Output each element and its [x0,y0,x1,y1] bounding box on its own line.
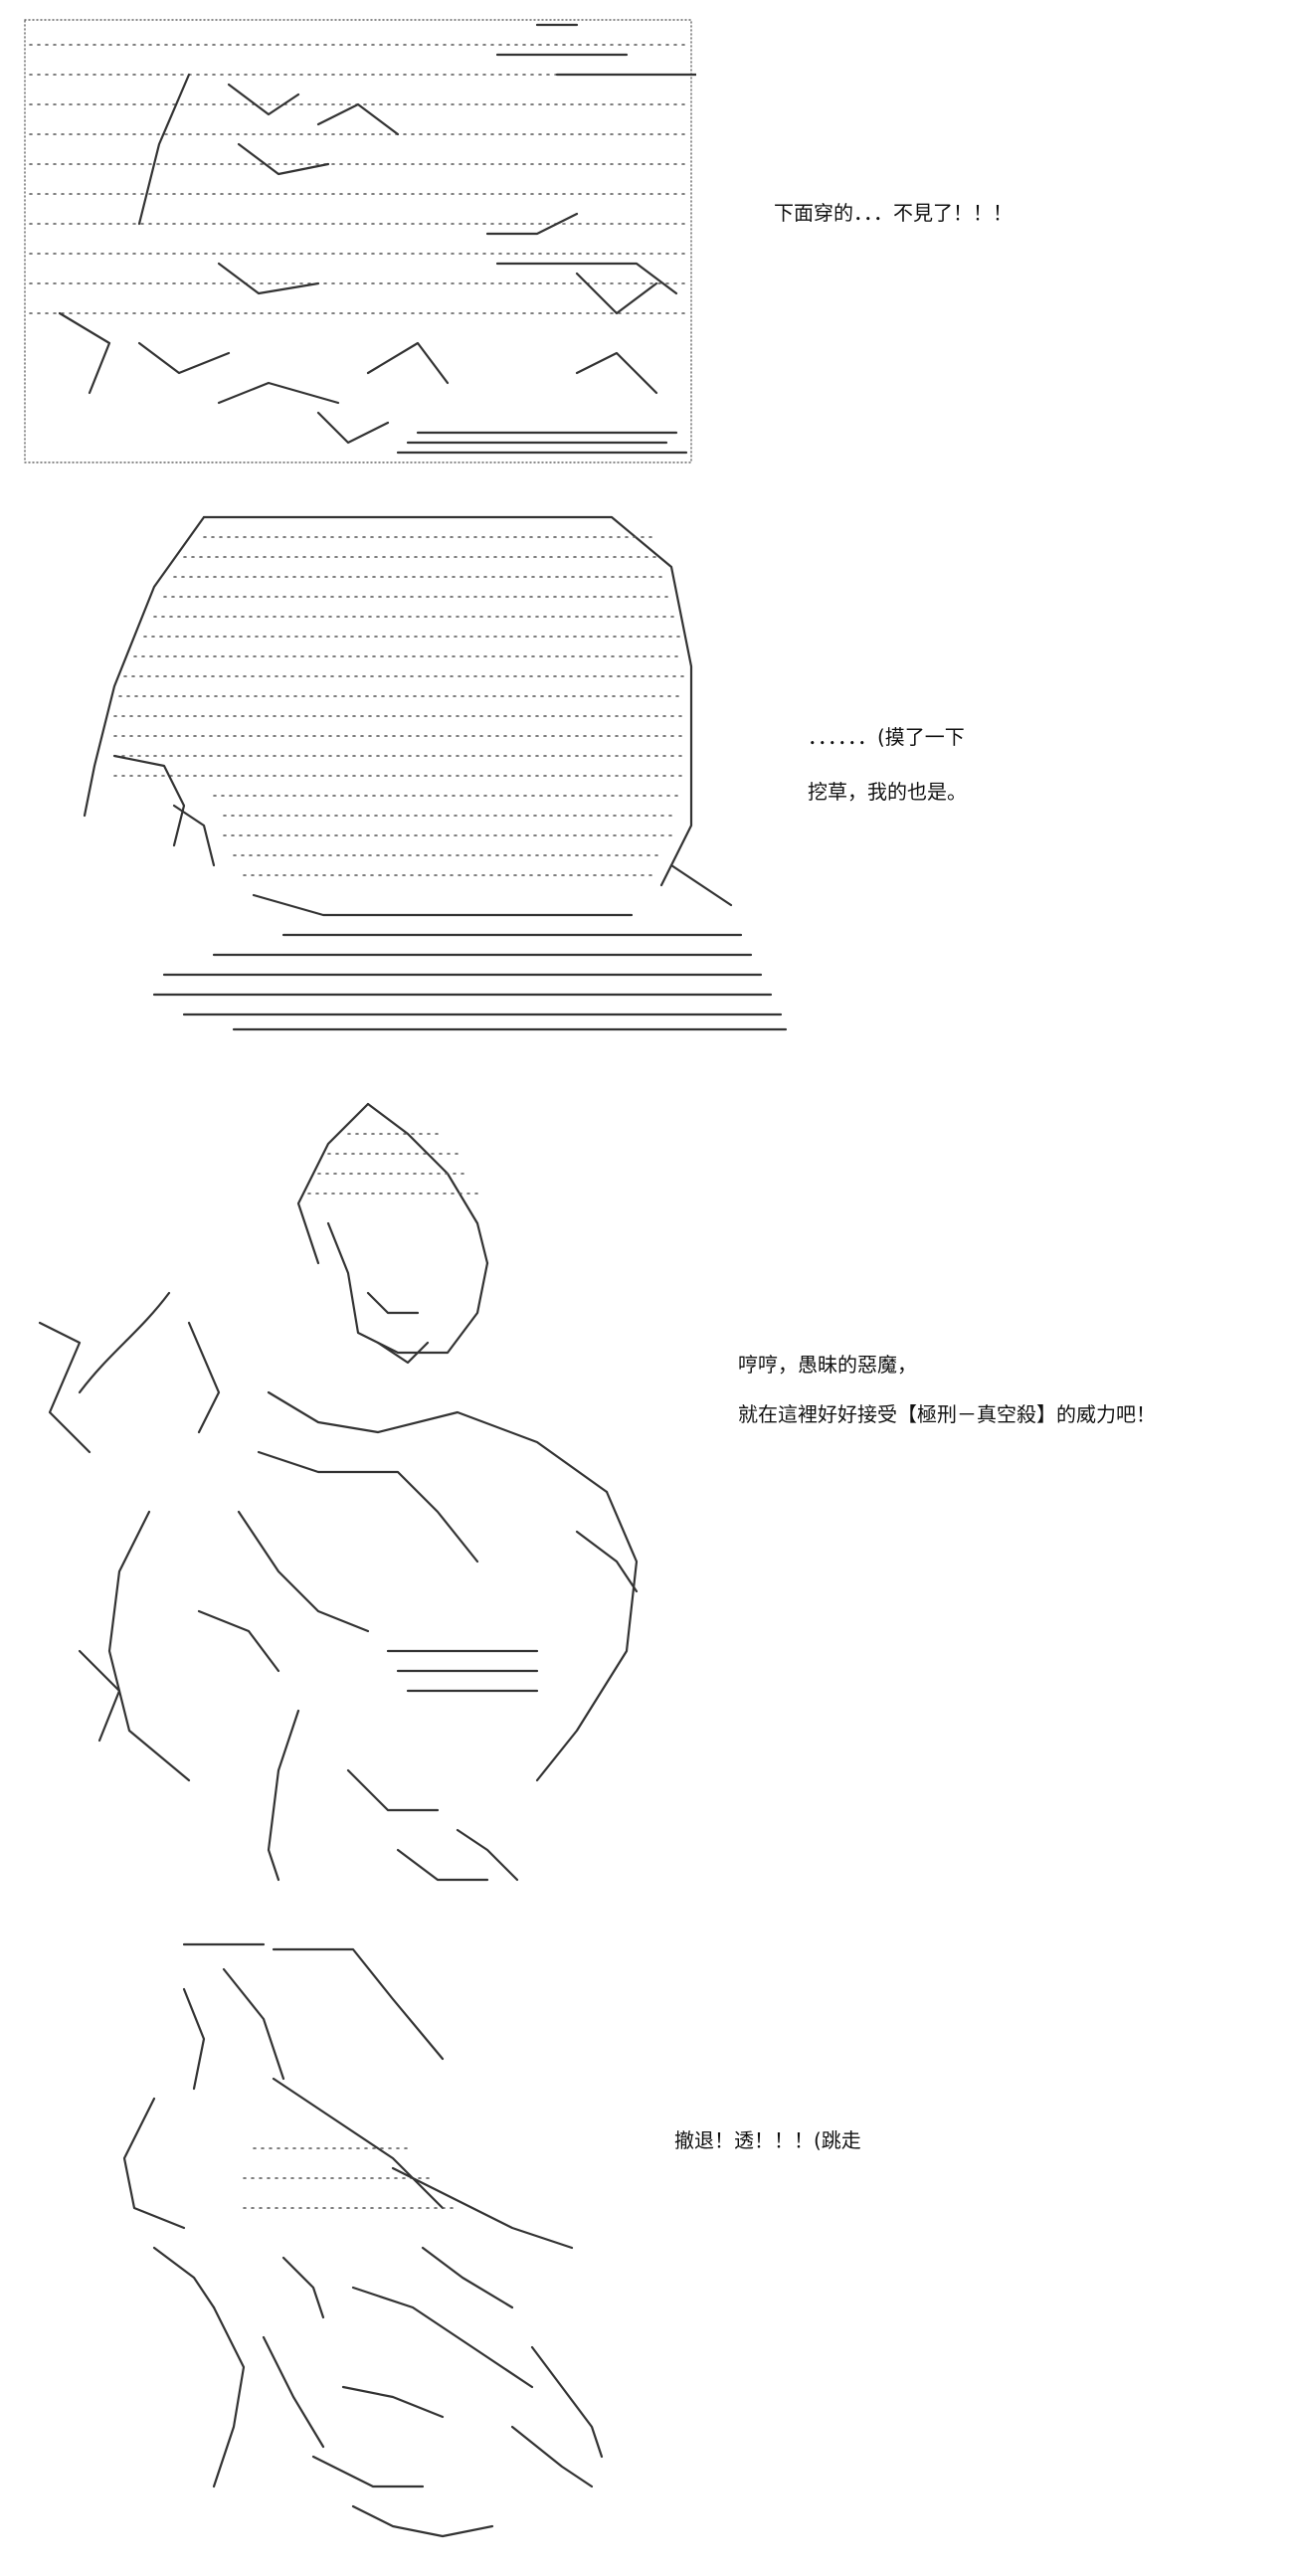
ascii-art-drawing [24,19,696,463]
ascii-art-character-pose [20,1094,696,1890]
ascii-art-character-from-behind [55,507,791,1039]
caption-line-1: 撤退！透！！！(跳走 [674,2128,861,2152]
ascii-art-drawing [38,1102,639,1882]
ascii-art-characters-at-window [20,15,696,467]
caption-line-1: 下面穿的．．．不見了！！！ [774,201,1013,225]
caption-line-2: 挖草，我的也是。 [808,780,967,804]
ascii-art-character-leaping [94,1930,651,2556]
ascii-art-drawing [122,1942,604,2538]
ascii-art-drawing [83,515,788,1031]
caption-line-2: 就在這裡好好接受【極刑－真空殺】的威力吧！ [738,1402,1156,1426]
caption-line-1: ．．．．．．(摸了一下 [808,725,965,749]
caption-line-1: 哼哼，愚昧的惡魔， [738,1353,917,1377]
